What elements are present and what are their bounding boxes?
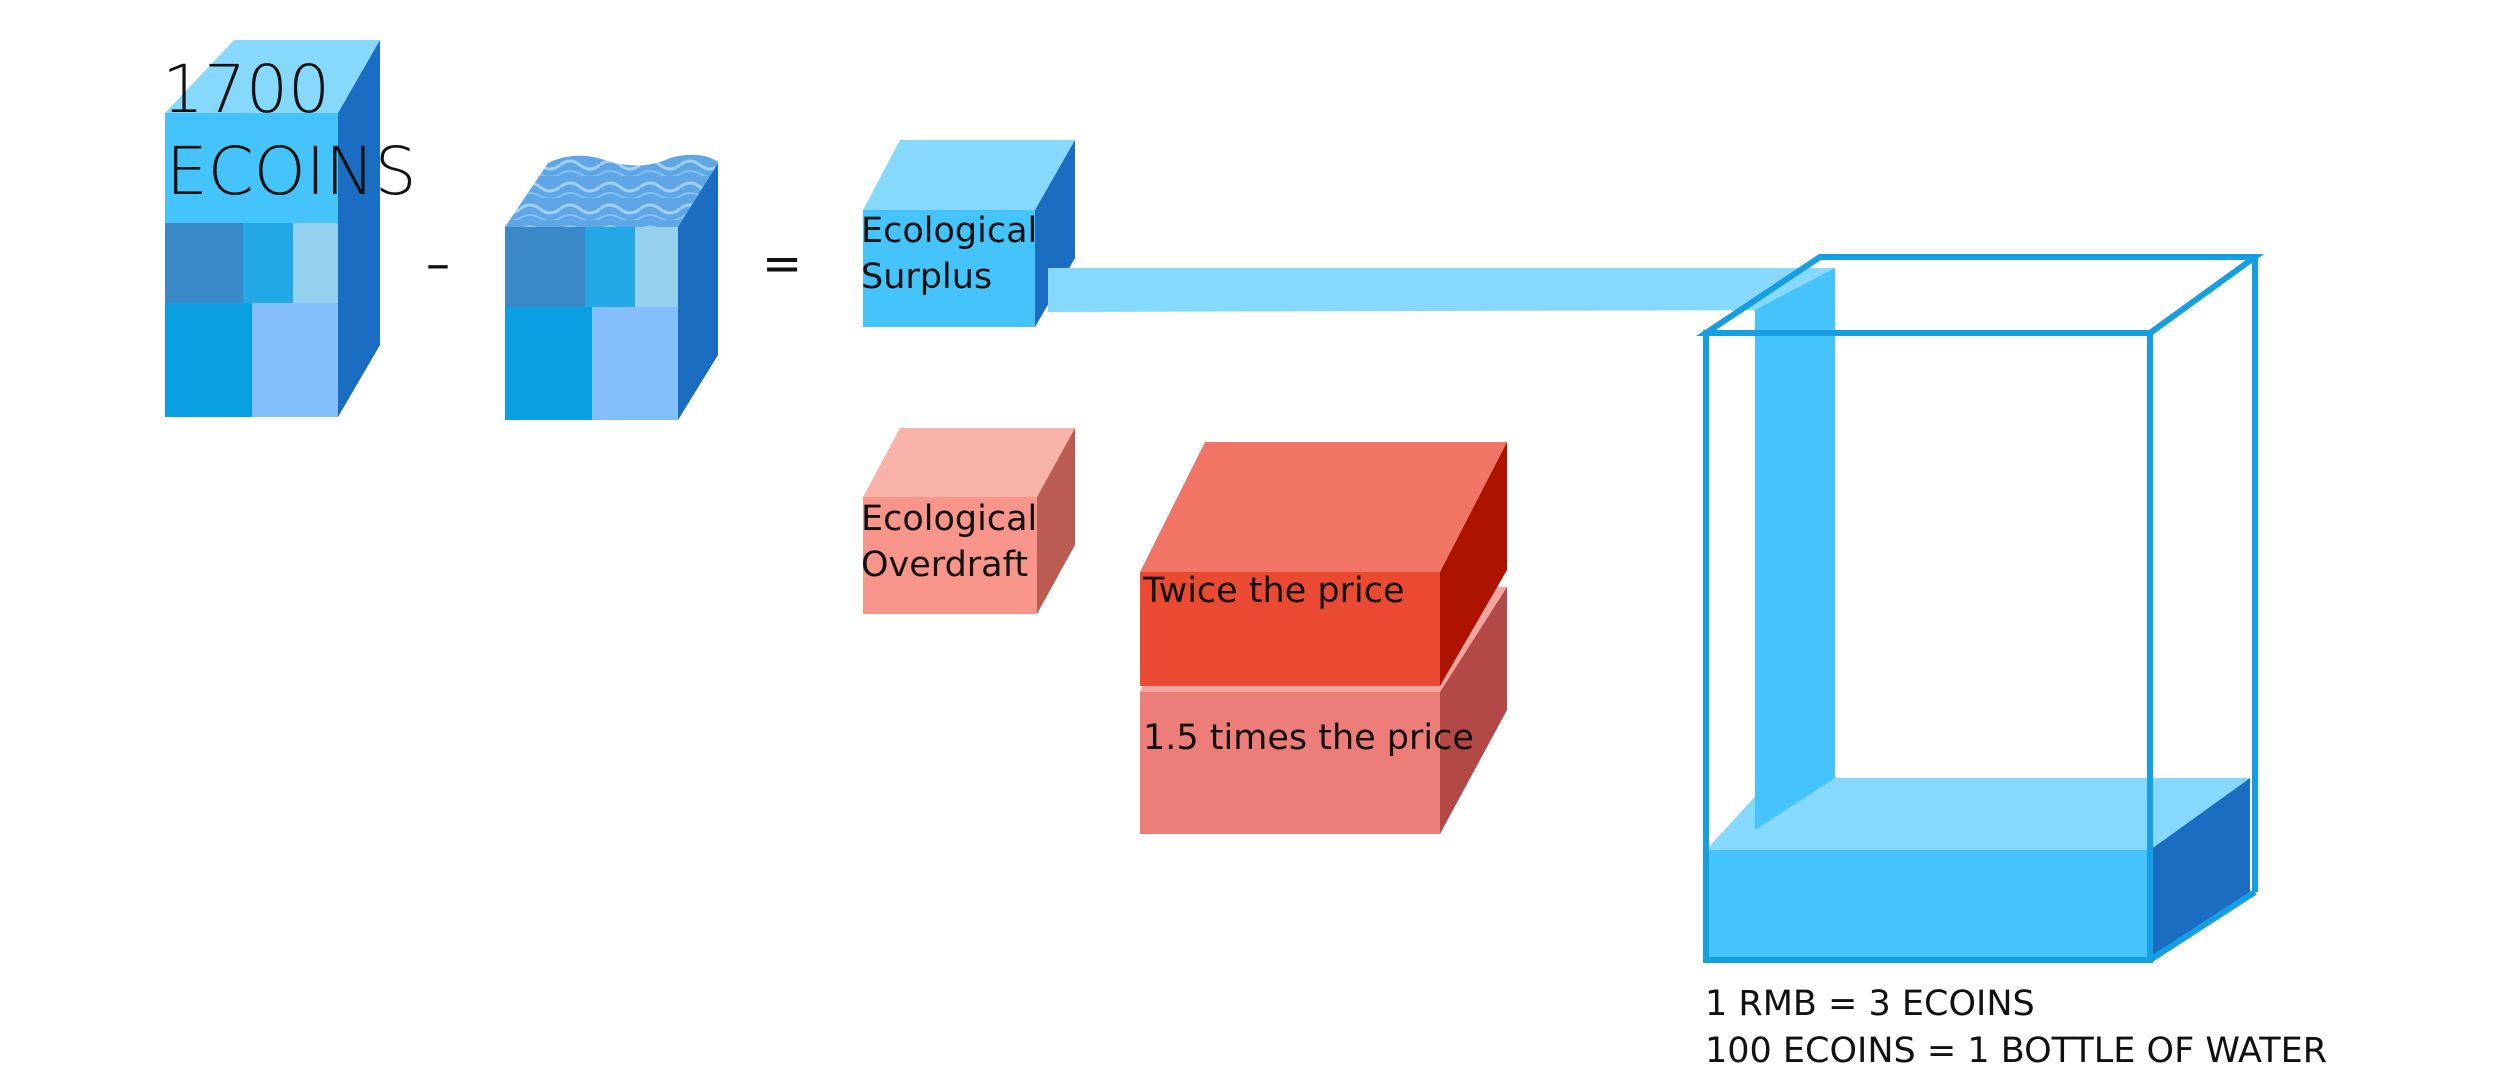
consumption-block-cell-light — [635, 227, 678, 307]
tank-water-side-face — [2150, 778, 2250, 960]
twice-block-side-face — [1440, 442, 1507, 686]
consumption-water-surface — [505, 154, 718, 227]
surplus-label-line2: Surplus — [861, 257, 992, 297]
ecoin-block-cell-mid — [243, 223, 293, 303]
ecoin-block-cell-light — [293, 223, 338, 303]
ecoin-block-side-face — [338, 40, 380, 417]
overdraft-label-line1: Ecological — [861, 499, 1037, 539]
ecological-surplus-block — [863, 140, 1075, 327]
twice-price-block — [1140, 442, 1507, 686]
ecoin-block-cell-dark — [165, 223, 243, 303]
overdraft-block-front-face — [863, 497, 1037, 614]
equals-operator: = — [762, 236, 802, 292]
water-tank — [1696, 254, 2265, 963]
ecoin-value-label: 1700 — [162, 51, 330, 128]
tank-outline-bottom-edge — [2148, 889, 2257, 963]
consumption-block-cell-mid — [585, 227, 635, 307]
tank-water-front-face — [1706, 850, 2150, 960]
overdraft-label-line2: Overdraft — [861, 545, 1028, 585]
surplus-label-line1: Ecological — [861, 211, 1037, 251]
surplus-block-side-face — [1035, 140, 1075, 327]
ecoin-block-lower-right — [252, 303, 338, 417]
twice-block-top-face — [1140, 442, 1507, 572]
minus-operator: – — [426, 236, 450, 292]
ecoin-block-top-face — [165, 40, 380, 113]
ecoin-unit-label: ECOINS — [166, 133, 416, 210]
consumption-block — [505, 154, 718, 420]
consumption-block-lower-left — [505, 307, 592, 420]
surplus-flow-channel — [1048, 268, 1835, 312]
exchange-rate-caption: 1 RMB = 3 ECOINS — [1705, 984, 2035, 1024]
surplus-block-front-face — [863, 210, 1035, 327]
bottle-rate-caption: 100 ECOINS = 1 BOTTLE OF WATER — [1705, 1031, 2327, 1071]
overdraft-block-side-face — [1037, 428, 1075, 614]
twice-block-front-face — [1140, 572, 1440, 686]
times15-price-label: 1.5 times the price — [1143, 718, 1474, 758]
consumption-block-lower-right — [592, 307, 678, 420]
ecoin-block-upper-band — [165, 113, 338, 223]
twice-price-label: Twice the price — [1142, 571, 1405, 611]
times15-block-front-face — [1140, 692, 1440, 834]
ecoin-block-lower-left — [165, 303, 252, 417]
consumption-block-side-face — [678, 163, 718, 420]
ecoin-resource-block — [165, 40, 380, 417]
tank-water-top-face — [1706, 778, 2250, 850]
times15-block-side-face — [1440, 587, 1507, 834]
ecological-overdraft-block — [863, 428, 1075, 614]
consumption-block-cell-dark — [505, 227, 585, 307]
tank-inflow-column — [1755, 268, 1835, 830]
overdraft-block-top-face — [863, 428, 1075, 497]
surplus-block-top-face — [863, 140, 1075, 210]
